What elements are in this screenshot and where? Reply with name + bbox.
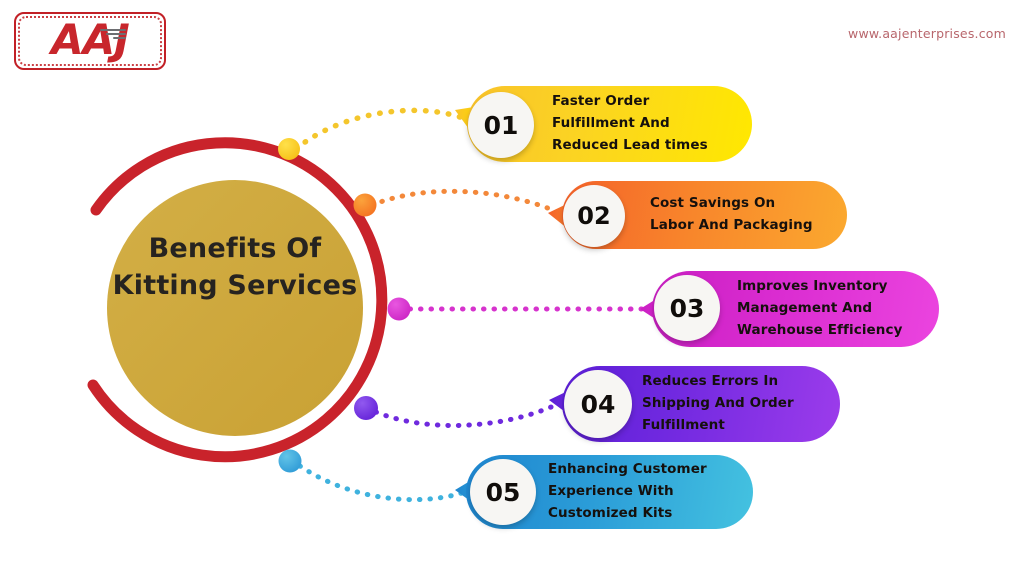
logo-wordmark: AAJ — [51, 15, 130, 64]
benefit-item-03[interactable]: Improves Inventory Management And Wareho… — [652, 271, 939, 347]
website-url[interactable]: www.aajenterprises.com — [848, 26, 1006, 41]
connector-line-05 — [297, 463, 471, 503]
connector-line-01 — [293, 107, 471, 152]
benefit-number-04: 04 — [564, 370, 632, 438]
benefit-number-05: 05 — [470, 459, 536, 525]
benefit-label-03: Improves Inventory Management And Wareho… — [737, 278, 903, 338]
benefit-label-05: Enhancing Customer Experience With Custo… — [548, 461, 707, 521]
logo-frame-outline — [14, 12, 166, 70]
brand-logo: AAJ — [14, 12, 166, 70]
connector-line-02 — [369, 188, 565, 217]
arc-node-03[interactable] — [387, 297, 411, 321]
center-circle — [107, 180, 363, 436]
speed-lines-icon — [100, 29, 126, 41]
arc-node-04[interactable] — [354, 396, 378, 420]
logo-frame-dashed — [18, 16, 162, 66]
benefit-number-01: 01 — [468, 92, 534, 158]
red-arc — [87, 137, 388, 463]
arc-node-02[interactable] — [353, 193, 377, 217]
arc-node-05[interactable] — [278, 449, 302, 473]
benefit-label-04: Reduces Errors In Shipping And Order Ful… — [642, 373, 794, 433]
benefit-label-02: Cost Savings On Labor And Packaging — [650, 195, 813, 233]
arc-node-01[interactable] — [278, 138, 300, 160]
benefit-number-02: 02 — [563, 185, 625, 247]
benefit-number-03: 03 — [654, 275, 720, 341]
connector-line-04 — [373, 399, 565, 428]
benefit-label-01: Faster Order Fulfillment And Reduced Lea… — [552, 93, 708, 153]
